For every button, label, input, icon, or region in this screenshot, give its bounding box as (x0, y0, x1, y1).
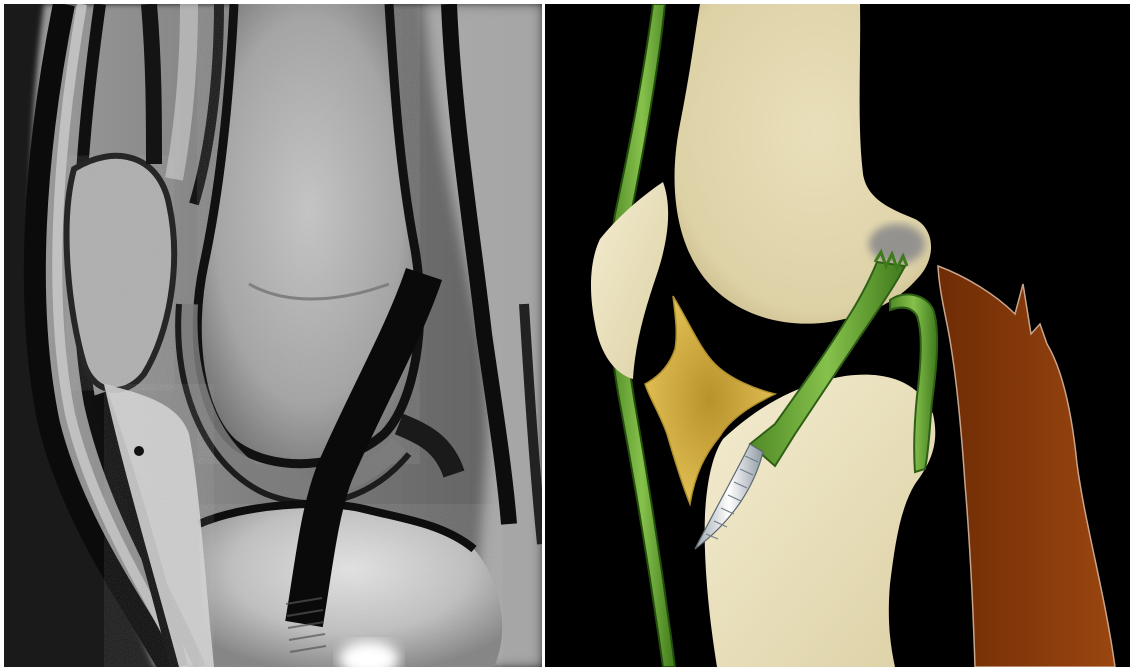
knee-illustration (545, 4, 1130, 667)
illustration-panel (545, 4, 1130, 667)
mri-panel (4, 4, 542, 667)
mri-image (4, 4, 542, 667)
